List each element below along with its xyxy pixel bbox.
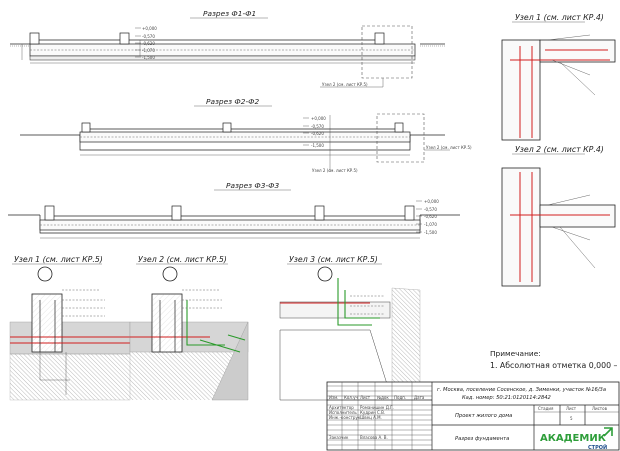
detail-callout-box [361,25,413,79]
col-header: Кол.уч [344,395,358,400]
staff-role: Исполнитель [329,410,357,415]
elevation-label: +0,000 [424,199,439,204]
sheet-number: 5 [570,416,573,421]
notes-item-1: 1. Абсолютная отметка 0,000 – 185,600 [490,361,620,370]
node-1-detail: Узел 1 (см. лист КР.5) [9,255,131,401]
section-f1: Разрез Ф1-Ф1 +0,000 -0,570 -0,620 -1,070… [10,9,445,88]
company-logo: АКАДЕМИК СТРОЙ [540,427,613,451]
staff-name: Швец А.М. [360,415,382,420]
stage-label: Стадия [538,406,554,411]
node-r2-title: Узел 2 (см. лист КР.4) [515,145,604,154]
node-2-title: Узел 2 (см. лист КР.5) [138,255,227,264]
staff-name: Кудрин С.В. [360,410,385,415]
notes-heading: Примечание: [490,349,541,358]
detail-callout-box [376,113,425,163]
node-3-title: Узел 3 (см. лист КР.5) [289,255,378,264]
project-address: г. Москва, поселение Сосенское, д. Зимен… [437,387,606,393]
elevation-label: -0,570 [142,34,155,39]
node-marker-circle [162,266,178,282]
section-f2-elevations: +0,000 -0,570 -0,620 -1,500 [303,116,326,148]
col-header: Подп. [394,395,406,400]
elevation-label: -1,070 [142,48,155,53]
node-r2-detail: Узел 2 (см. лист КР.4) [501,145,616,287]
detail-callout-label: Узел 2 (см. лист КР.5) [426,145,472,150]
section-f3-title: Разрез Ф3-Ф3 [226,181,280,190]
section-f3-elevations: +0,000 -0,570 -0,620 -1,070 -1,500 [416,199,439,235]
elevation-label: -0,620 [424,214,437,219]
col-header: Лист [360,395,371,400]
elevation-label: -1,070 [424,222,437,227]
sheet-title: Разрез фундамента [455,436,509,442]
logo-sub-text: СТРОЙ [588,443,607,451]
project-name: Проект жилого дома [455,413,512,419]
section-f2-title: Разрез Ф2-Ф2 [206,97,260,106]
staff-role: Инж.-конструк. [329,415,362,420]
node-3-detail: Узел 3 (см. лист КР.5) [279,255,421,401]
section-f1-title: Разрез Ф1-Ф1 [203,9,256,18]
elevation-label: -0,620 [311,131,324,136]
sheet-label: Лист [566,406,577,411]
logo-main-text: АКАДЕМИК [540,433,607,444]
node-marker-circle [37,266,53,282]
col-header: Дата [414,395,425,400]
cadastral-number: Кад. номер: 50:21:0120114:2842 [462,395,551,401]
logo-arrow-icon [603,427,613,437]
elevation-label: -1,500 [142,55,155,60]
node-r1-title: Узел 1 (см. лист КР.4) [515,13,604,22]
staff-role: Архитектор [329,405,354,410]
elevation-label: +0,000 [311,116,326,121]
section-f2: Разрез Ф2-Ф2 +0,000 -0,570 -0,620 -1,500… [20,97,472,173]
elevation-label: +0,000 [142,26,157,31]
staff-name: Романишин Д.Г. [360,405,394,410]
elevation-label: -0,570 [311,124,324,129]
staff-role: Заказчик [329,435,349,440]
detail-callout-label: Узел 2 (см. лист КР.5) [322,82,368,87]
section-f3: Разрез Ф3-Ф3 +0,000 -0,570 -0,620 -1,070… [8,181,460,239]
soil-layer [9,321,131,355]
node-2-detail: Узел 2 (см. лист КР.5) [129,255,249,401]
node-r1-detail: Узел 1 (см. лист КР.4) [501,13,616,141]
col-header: №док [377,395,389,400]
node-1-title: Узел 1 (см. лист КР.5) [14,255,103,264]
elevation-label: -1,500 [424,230,437,235]
elevation-label: -0,570 [424,207,437,212]
elevation-label: -0,620 [142,41,155,46]
title-block: Изм. Кол.уч Лист №док Подп. Дата Архитек… [326,381,620,451]
notes-block: Примечание: 1. Абсолютная отметка 0,000 … [490,349,620,370]
section-f1-elevations: +0,000 -0,570 -0,620 -1,070 -1,500 [135,26,157,60]
sheets-label: Листов [592,406,608,411]
detail-callout-label: Узел 2 (см. лист КР.5) [312,168,358,173]
node-marker-circle [317,266,333,282]
staff-name: Власова А. В. [360,435,388,440]
col-header: Изм. [329,395,338,400]
elevation-label: -1,500 [311,143,324,148]
